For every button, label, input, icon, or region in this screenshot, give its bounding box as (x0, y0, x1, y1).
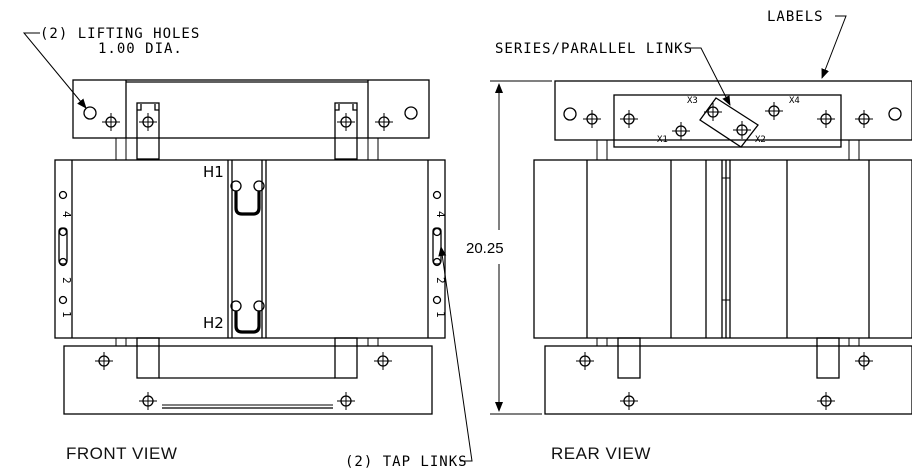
lifting-holes-size: 1.00 DIA. (98, 41, 183, 57)
right-tap-strip (432, 190, 442, 305)
lifting-holes-label: (2) LIFTING HOLES (40, 26, 200, 42)
bolt-icon (95, 352, 392, 410)
series-parallel-leader (687, 47, 731, 106)
bolt-icon (576, 352, 873, 410)
lifting-holes-leader (22, 32, 87, 109)
left-tap-2: 2 (60, 277, 73, 284)
x1-label: X1 (657, 135, 668, 145)
front-core (54, 159, 446, 339)
left-tap-4: 4 (60, 211, 73, 218)
x4-label: X4 (789, 96, 800, 106)
terminal-studs (672, 102, 783, 140)
h2-label: H2 (203, 314, 224, 332)
front-top-bracket (72, 79, 430, 160)
rear-view-title: REAR VIEW (551, 444, 651, 463)
front-view-title: FRONT VIEW (66, 444, 177, 463)
rear-view: X1 X2 X3 X4 (533, 80, 912, 415)
labels-callout: LABELS (767, 9, 824, 25)
height-dimension (490, 80, 552, 415)
labels-leader (821, 15, 847, 79)
rear-core (533, 159, 912, 339)
series-parallel-callout: SERIES/PARALLEL LINKS (495, 41, 693, 57)
lifting-hole-icon (563, 107, 902, 121)
front-view: H1 H2 4 2 1 4 2 1 (54, 79, 447, 415)
tap-links-leader (438, 246, 473, 462)
bolt-icon (583, 110, 873, 128)
front-bottom-bracket (63, 337, 433, 415)
rear-top-bracket (554, 80, 912, 160)
x3-label: X3 (687, 96, 698, 106)
right-tap-1: 1 (434, 311, 447, 318)
left-tap-strip (58, 190, 68, 305)
left-tap-1: 1 (60, 311, 73, 318)
h1-label: H1 (203, 163, 224, 181)
height-dimension-value: 20.25 (466, 240, 504, 257)
h-terminal-links (230, 180, 265, 334)
series-parallel-link (699, 97, 759, 148)
rear-bottom-bracket (544, 337, 912, 415)
x2-label: X2 (755, 135, 766, 145)
right-tap-4: 4 (434, 211, 447, 218)
right-tap-2: 2 (434, 277, 447, 284)
lifting-hole-icon (83, 106, 418, 120)
tap-links-callout: (2) TAP LINKS (345, 454, 468, 470)
bolt-icon (102, 113, 393, 131)
